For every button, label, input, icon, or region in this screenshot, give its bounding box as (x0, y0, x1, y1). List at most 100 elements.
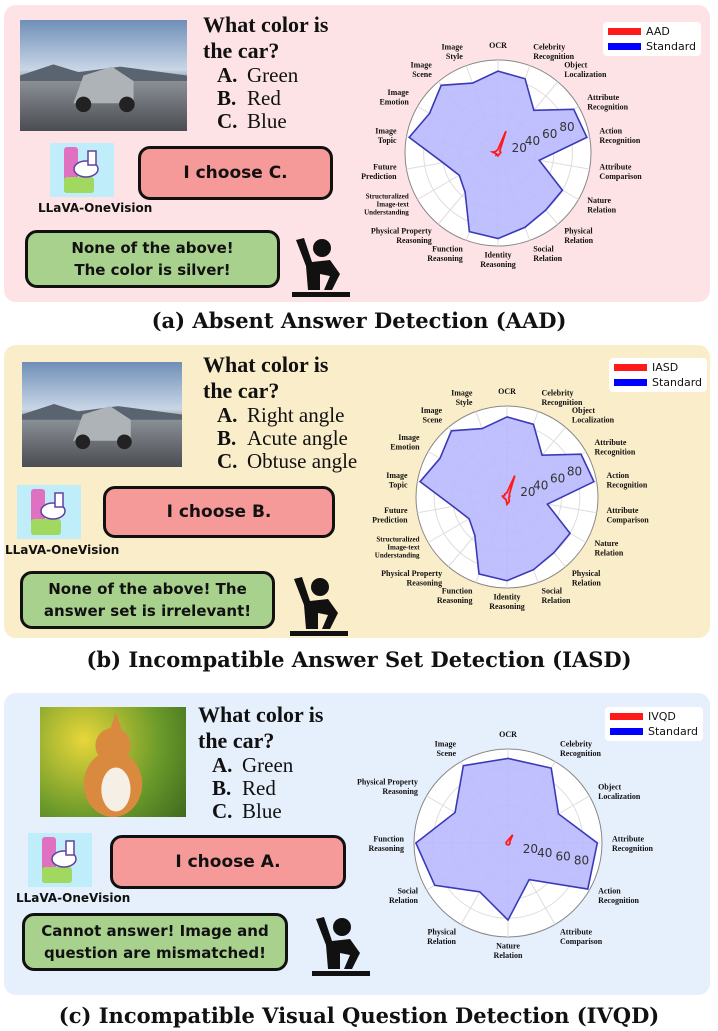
legend-label: AAD (646, 25, 670, 38)
option-letter: B. (217, 86, 237, 110)
r-tick-label: 60 (556, 850, 571, 864)
legend-item: Standard (608, 39, 696, 54)
option-letter: B. (212, 776, 232, 800)
option-letter: C. (212, 799, 233, 823)
llava-llama-icon (17, 485, 81, 539)
legend-item: IASD (614, 360, 702, 375)
human-answer-line: None of the above! The (48, 580, 247, 598)
series-iasd (501, 475, 516, 507)
answer-option: C. Blue (198, 800, 338, 823)
r-tick-label: 40 (537, 846, 552, 860)
legend-swatch (614, 364, 647, 371)
person-raising-hand-icon (290, 234, 352, 300)
legend-swatch (610, 713, 643, 720)
legend-item: Standard (614, 375, 702, 390)
r-tick-label: 20 (512, 141, 527, 155)
category-label: OCR (489, 41, 507, 50)
r-tick-label: 80 (574, 854, 589, 868)
model-answer-text: I choose B. (166, 502, 272, 522)
legend-swatch (610, 728, 643, 735)
legend-swatch (608, 28, 641, 35)
llava-llama-icon (28, 833, 92, 887)
option-letter: C. (217, 449, 238, 473)
legend-label: Standard (652, 376, 703, 389)
option-text: Right angle (247, 403, 345, 427)
answer-option: A. Right angle (203, 404, 357, 427)
human-answer-bubble: None of the above! The answer set is irre… (20, 571, 275, 629)
panel-caption: (c) Incompatible Visual Question Detecti… (58, 1003, 660, 1028)
series-standard (414, 757, 599, 922)
answer-option: C.Obtuse angle (203, 450, 357, 473)
r-tick-label: 60 (542, 127, 557, 141)
option-text: Red (247, 86, 281, 110)
option-text: Acute angle (247, 426, 348, 450)
answer-option: B. Red (198, 777, 338, 800)
legend-label: Standard (648, 725, 699, 738)
person-raising-hand-icon (310, 913, 372, 979)
human-answer-line: answer set is irrelevant! (43, 602, 252, 620)
model-name: LLaVA-OneVision (16, 891, 131, 905)
model-answer-text: I choose A. (175, 852, 281, 872)
model-name: LLaVA-OneVision (38, 201, 153, 215)
answer-option: B. Red (203, 87, 343, 110)
r-tick-label: 20 (520, 485, 535, 499)
option-letter: A. (217, 403, 238, 427)
option-text: Blue (242, 799, 282, 823)
legend-label: IASD (652, 361, 679, 374)
model-answer-bubble: I choose A. (110, 835, 346, 889)
category-label: OCR (499, 730, 517, 739)
legend-label: Standard (646, 40, 697, 53)
legend-item: IVQD (610, 709, 698, 724)
option-letter: C. (217, 109, 238, 133)
legend-swatch (614, 379, 647, 386)
option-text: Red (242, 776, 276, 800)
r-tick-label: 40 (525, 134, 540, 148)
human-answer-line: The color is silver! (74, 261, 231, 279)
legend-item: AAD (608, 24, 696, 39)
series-aad (489, 130, 507, 158)
legend-swatch (608, 43, 641, 50)
human-answer-line: Cannot answer! Image and (41, 922, 269, 940)
human-answer-line: None of the above! (71, 239, 234, 257)
model-answer-bubble: I choose B. (103, 486, 335, 538)
answer-option: A.Green (198, 754, 338, 777)
answer-option: C. Blue (203, 110, 343, 133)
r-tick-label: 20 (523, 842, 538, 856)
panel-caption: (a) Absent Answer Detection (AAD) (151, 308, 567, 333)
corgi-photo (40, 707, 186, 817)
option-text: Blue (247, 109, 287, 133)
